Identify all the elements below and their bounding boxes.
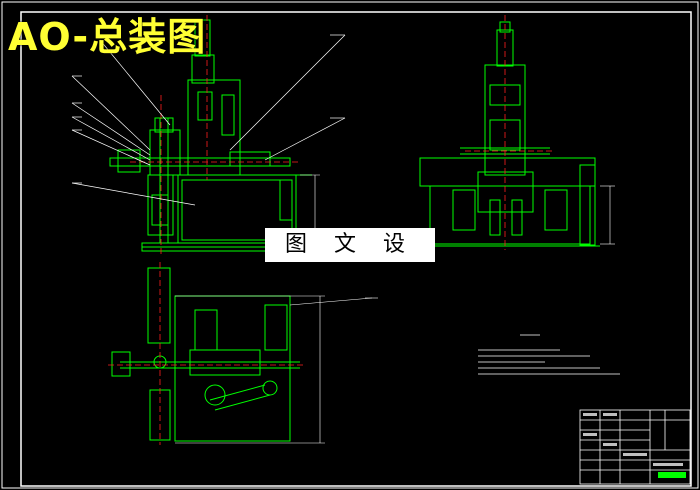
title-block-accent xyxy=(658,472,686,478)
top-view-centerlines xyxy=(108,262,305,445)
side-view-dims xyxy=(600,185,615,245)
drawing-title: AO-总装图 xyxy=(8,15,207,59)
front-view xyxy=(109,19,312,252)
side-view xyxy=(419,21,600,247)
side-view-centerlines xyxy=(465,15,555,250)
title-block-fills xyxy=(583,413,683,466)
top-view-dims xyxy=(175,295,378,444)
front-view-centerlines xyxy=(130,15,300,255)
front-view-leaders xyxy=(71,34,346,206)
title-block xyxy=(579,409,691,485)
top-view xyxy=(111,267,300,442)
drawing-border-inner xyxy=(20,11,692,487)
watermark-label: 图 文 设 计 xyxy=(265,228,435,291)
technical-notes xyxy=(478,334,620,375)
